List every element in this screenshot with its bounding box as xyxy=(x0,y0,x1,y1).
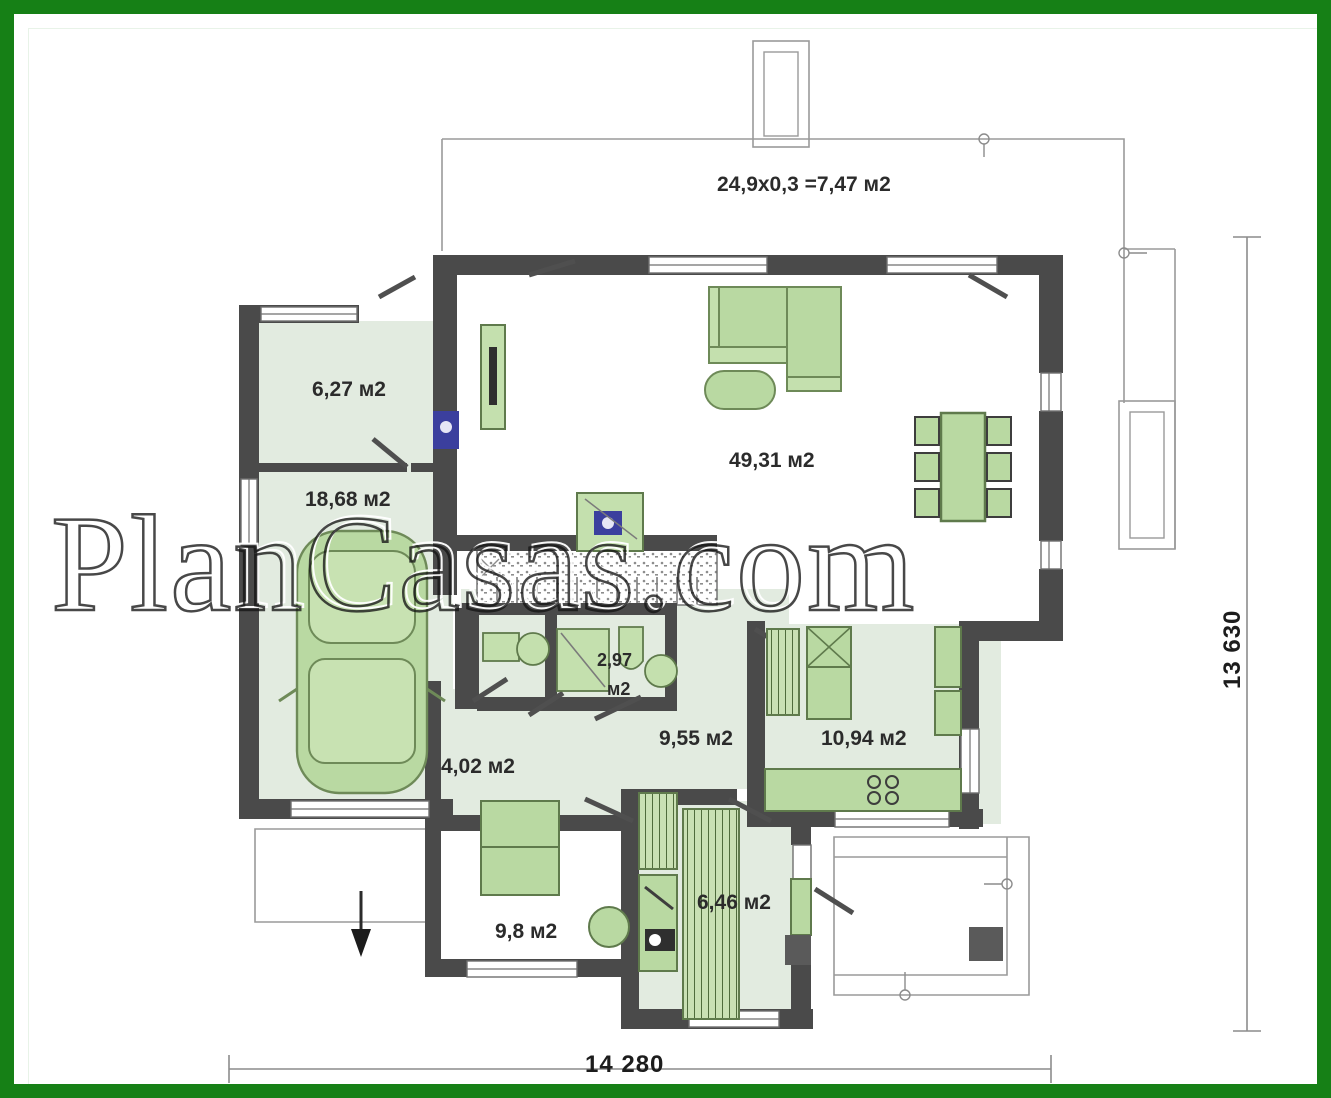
car-icon xyxy=(278,529,446,795)
room-label-402: 4,02 м2 xyxy=(441,755,515,778)
wardrobe-units xyxy=(638,792,812,1020)
plan-canvas: 24,9х0,3 =7,47 м2 6,27 м2 18,68 м2 49,31… xyxy=(28,28,1317,1084)
plan-stage: 24,9х0,3 =7,47 м2 6,27 м2 18,68 м2 49,31… xyxy=(29,29,1317,1084)
blue-tile-left xyxy=(433,411,459,449)
slope-arrow xyxy=(351,891,371,957)
sofa xyxy=(708,286,842,392)
stove-icon xyxy=(867,775,899,805)
room-label-627: 6,27 м2 xyxy=(312,378,386,401)
furniture xyxy=(278,286,1012,1020)
room-label-297-unit: м2 xyxy=(607,679,631,699)
bath-fixtures xyxy=(556,626,678,692)
room-label-1868: 18,68 м2 xyxy=(305,488,391,511)
terrace-post xyxy=(969,927,1003,961)
doors xyxy=(371,258,1009,916)
dimension-markers xyxy=(899,133,1147,1001)
room-label-4931: 49,31 м2 xyxy=(729,449,815,472)
kitchen-units xyxy=(764,626,962,812)
staircase xyxy=(476,548,718,606)
room-label-terrace-top: 24,9х0,3 =7,47 м2 xyxy=(717,173,891,196)
wc-fixtures xyxy=(482,632,550,666)
floor-plan-drawing xyxy=(228,40,1261,1083)
bedroom-furniture xyxy=(480,800,630,948)
dimension-height-label: 13 630 xyxy=(1219,609,1246,689)
coffee-table xyxy=(704,370,776,410)
room-label-1094: 10,94 м2 xyxy=(821,727,907,750)
washer xyxy=(576,492,644,552)
dining-set xyxy=(914,411,1012,523)
dimension-lines xyxy=(228,236,1261,1083)
room-label-297: 2,97 xyxy=(597,650,633,670)
room-label-955: 9,55 м2 xyxy=(659,727,733,750)
windows xyxy=(240,256,1062,1028)
dimension-width-label: 14 280 xyxy=(585,1051,665,1078)
room-label-646: 6,46 м2 xyxy=(697,891,771,914)
room-label-98: 9,8 м2 xyxy=(495,920,558,943)
